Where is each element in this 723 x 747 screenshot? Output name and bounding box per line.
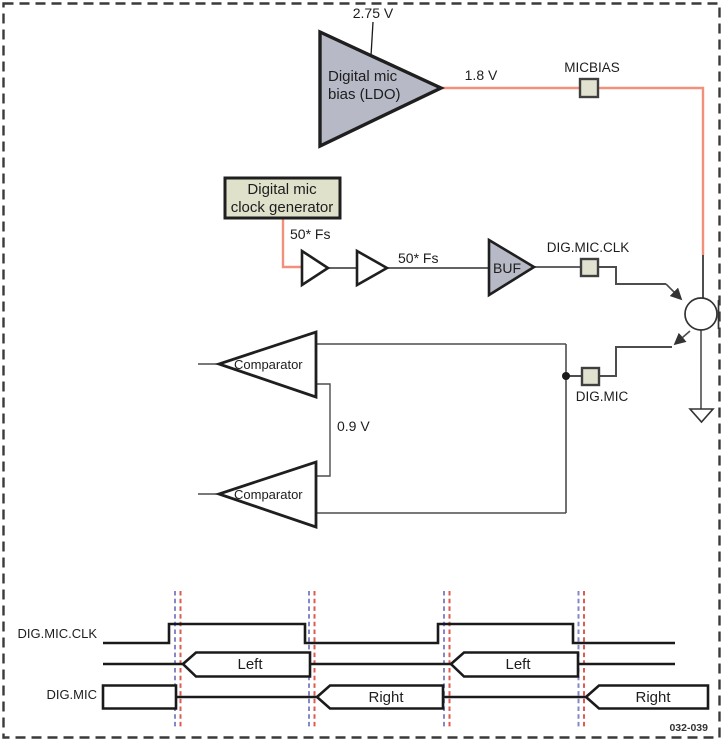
dig-mic-pad-label: DIG.MIC	[576, 389, 629, 404]
comparator-bottom-triangle	[214, 460, 318, 529]
right-data-bubble-2	[584, 684, 710, 710]
clk-into-mic-arrow	[665, 283, 683, 301]
mic-to-pad-wire	[599, 346, 672, 377]
left-data-bubble-2	[449, 651, 580, 678]
dig-mic-pad	[580, 366, 601, 387]
supply-voltage-label: 2.75 V	[353, 5, 394, 21]
timing-diagram: DIG.MIC.CLK DIG.MIC Left Left Right Righ…	[18, 591, 710, 727]
comparator-top-label: Comparator	[234, 357, 303, 372]
comparator-bottom-label: Comparator	[234, 487, 303, 502]
right-bubble-1-label: Right	[368, 689, 404, 706]
clk-pad-to-mic-wire	[598, 266, 666, 285]
clock-generator-label-line1: Digital mic	[247, 181, 317, 198]
buf-label: BUF	[493, 260, 521, 276]
supply-leader-line	[370, 21, 374, 57]
figure-number: 032-039	[669, 722, 708, 734]
buf-triangle	[487, 237, 537, 298]
junction-dot	[562, 372, 570, 380]
left-bubble-1-label: Left	[237, 656, 263, 673]
dig-mic-clk-pad-label: DIG.MIC.CLK	[547, 240, 630, 255]
timing-clk-label: DIG.MIC.CLK	[18, 626, 98, 641]
ldo-label-line1: Digital mic	[328, 68, 398, 85]
ldo-triangle	[318, 29, 445, 149]
mic-data-out-arrow	[673, 330, 691, 346]
clock-generator-label-line2: clock generator	[231, 199, 334, 216]
clk-waveform	[103, 622, 675, 645]
right-data-bubble-1	[315, 684, 445, 710]
left-bubble-2-label: Left	[505, 656, 531, 673]
right-bubble-2-label: Right	[635, 689, 671, 706]
micbias-pad	[578, 77, 600, 99]
fs-label-1: 50* Fs	[290, 226, 330, 242]
fs-label-2: 50* Fs	[398, 250, 438, 266]
dig-mic-initial-data-box	[101, 684, 178, 710]
micbias-wire-right	[598, 86, 705, 255]
vref-label: 0.9 V	[337, 418, 370, 434]
vref-bracket	[316, 383, 331, 477]
clock-generator-box	[223, 176, 342, 220]
dig-mic-clk-pad	[579, 257, 600, 278]
micbias-pad-label: MICBIAS	[564, 60, 620, 75]
comparator-top-triangle	[214, 330, 318, 399]
timing-data-label: DIG.MIC	[46, 687, 97, 702]
clockgen-wire	[281, 218, 301, 269]
left-data-bubble-1	[181, 651, 312, 678]
ldo-output-voltage-label: 1.8 V	[465, 67, 498, 83]
clock-buffer-2-triangle	[355, 248, 390, 288]
ldo-label-line2: bias (LDO)	[328, 86, 401, 103]
wires	[198, 21, 705, 514]
clock-buffer-1-triangle	[300, 248, 331, 288]
microphone-icon	[684, 297, 718, 331]
ground-icon	[688, 408, 715, 424]
